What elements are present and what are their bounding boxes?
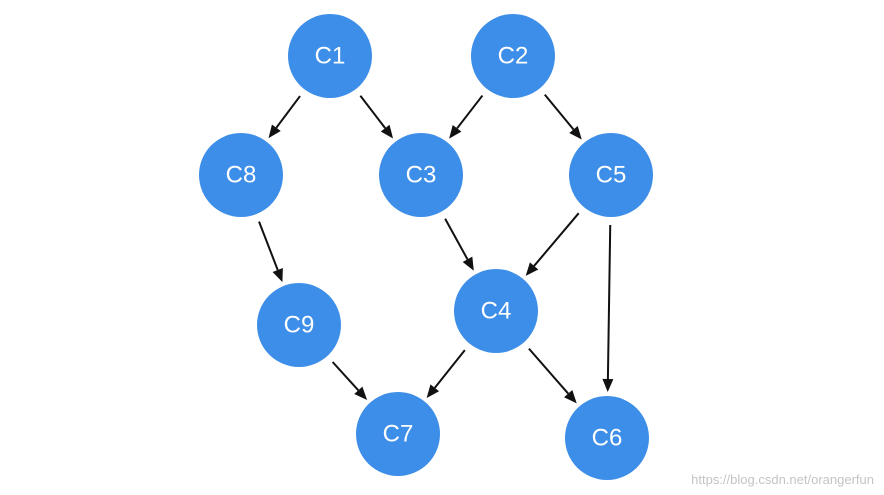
node-label: C5 <box>596 162 627 189</box>
edge-c2-to-c3 <box>449 94 484 139</box>
node-circle <box>379 133 463 217</box>
edge-line <box>606 224 612 380</box>
node-c4: C4 <box>454 269 538 353</box>
arrow-head <box>462 256 474 271</box>
arrow-head <box>272 267 283 283</box>
edge-c5-to-c6 <box>602 224 614 393</box>
edge-line <box>258 221 279 271</box>
edge-c2-to-c5 <box>544 93 582 140</box>
node-label: C4 <box>481 298 512 325</box>
arrow-head <box>449 124 462 139</box>
edge-line <box>331 361 360 391</box>
node-circle <box>471 14 555 98</box>
node-c7: C7 <box>356 392 440 476</box>
node-label: C9 <box>284 312 315 339</box>
watermark-text: https://blog.csdn.net/orangerfun <box>691 472 874 487</box>
node-c5: C5 <box>569 133 653 217</box>
node-circle <box>565 396 649 480</box>
edge-c4-to-c6 <box>528 347 577 404</box>
node-label: C8 <box>226 162 257 189</box>
arrow-head <box>354 386 368 400</box>
node-circle <box>288 14 372 98</box>
edges-layer <box>258 93 614 404</box>
arrow-head <box>525 262 539 276</box>
arrow-head <box>380 124 394 139</box>
edge-c8-to-c9 <box>258 221 283 283</box>
node-c2: C2 <box>471 14 555 98</box>
node-label: C6 <box>592 425 623 452</box>
node-circle <box>199 133 283 217</box>
arrow-head <box>569 125 582 140</box>
node-c6: C6 <box>565 396 649 480</box>
node-label: C7 <box>383 421 414 448</box>
edge-line <box>456 94 484 129</box>
edge-line <box>544 93 575 131</box>
edge-line <box>528 347 569 395</box>
node-c8: C8 <box>199 133 283 217</box>
arrow-head <box>564 389 577 404</box>
edge-c1-to-c3 <box>359 95 394 139</box>
node-label: C2 <box>498 43 529 70</box>
edge-c4-to-c7 <box>426 349 466 399</box>
edge-line <box>433 349 466 389</box>
node-c9: C9 <box>257 283 341 367</box>
arrow-head <box>602 378 614 393</box>
arrow-head <box>268 124 281 139</box>
node-circle <box>454 269 538 353</box>
node-label: C3 <box>406 162 437 189</box>
edge-line <box>359 95 386 129</box>
node-label: C1 <box>315 43 346 70</box>
arrow-head <box>426 384 440 399</box>
edge-c1-to-c8 <box>268 95 301 139</box>
node-circle <box>257 283 341 367</box>
node-circle <box>356 392 440 476</box>
edge-c5-to-c4 <box>525 212 580 276</box>
edge-line <box>275 95 301 129</box>
edge-line <box>444 218 469 260</box>
edge-c9-to-c7 <box>331 361 368 400</box>
node-circle <box>569 133 653 217</box>
edge-line <box>533 212 580 267</box>
node-c1: C1 <box>288 14 372 98</box>
node-c3: C3 <box>379 133 463 217</box>
edge-c3-to-c4 <box>444 218 474 271</box>
